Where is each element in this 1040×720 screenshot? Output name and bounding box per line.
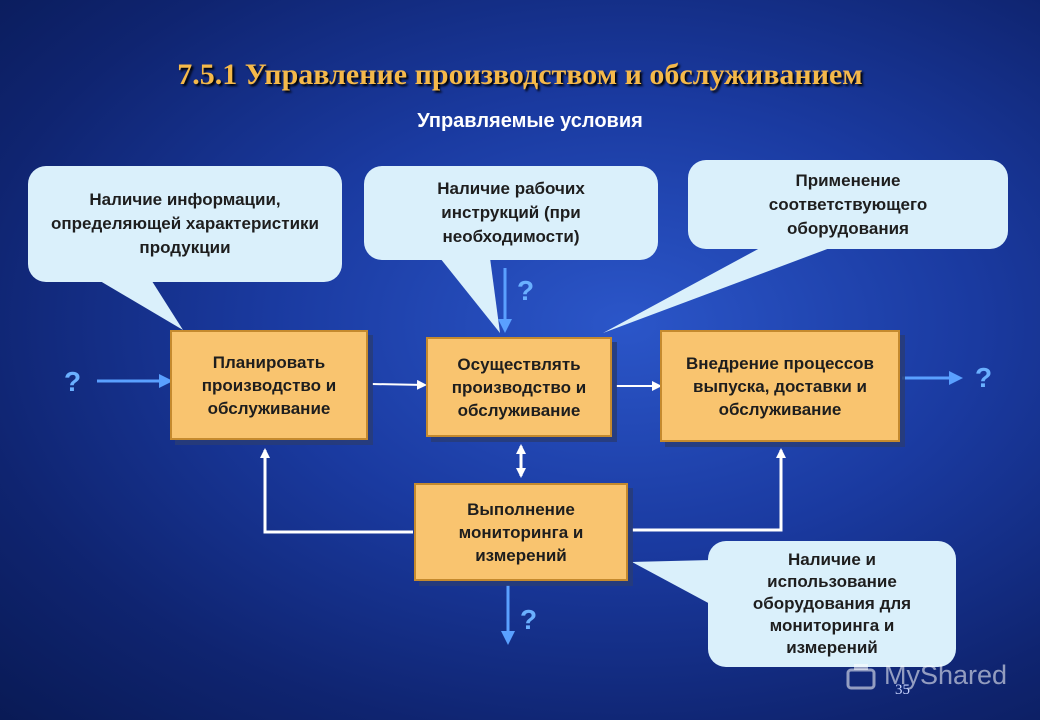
- callout-info: Наличие информации, определяющей характе…: [28, 166, 342, 282]
- question-mark-top: ?: [517, 275, 535, 306]
- callout-tail-instructions: [440, 258, 500, 333]
- callout-monitoring-equipment-text: Наличие и использование оборудования для…: [752, 550, 912, 657]
- box-execute-text: Осуществлять производство и обслуживание: [451, 354, 587, 420]
- question-mark-right: ?: [975, 362, 993, 393]
- watermark-icon: [846, 664, 876, 690]
- callout-tail-info: [95, 278, 183, 330]
- callout-monitoring-equipment: Наличие и использование оборудования для…: [708, 541, 956, 667]
- callout-tail-monitoring-equipment: [632, 560, 712, 605]
- box-plan-text: Планировать производство и обслуживание: [201, 352, 337, 418]
- arrow-plan-to-execute: [371, 379, 427, 390]
- box-monitoring: Выполнение мониторинга и измерений: [414, 483, 628, 581]
- box-execute: Осуществлять производство и обслуживание: [426, 337, 612, 437]
- callout-equipment: Применение соответствующего оборудования: [688, 160, 1008, 249]
- box-release-text: Внедрение процессов выпуска, доставки и …: [686, 353, 874, 419]
- question-mark-bottom: ?: [520, 604, 538, 635]
- loop-to-release: [632, 448, 786, 532]
- page-number: 35: [895, 682, 910, 698]
- callout-info-text: Наличие информации, определяющей характе…: [50, 190, 319, 257]
- loop-to-plan: [260, 448, 413, 534]
- question-mark-left: ?: [64, 366, 82, 397]
- box-plan: Планировать производство и обслуживание: [170, 330, 368, 440]
- callout-instructions: Наличие рабочих инструкций (при необходи…: [364, 166, 658, 260]
- callout-instructions-text: Наличие рабочих инструкций (при необходи…: [437, 179, 585, 246]
- box-release: Внедрение процессов выпуска, доставки и …: [660, 330, 900, 442]
- box-monitoring-text: Выполнение мониторинга и измерений: [458, 499, 584, 565]
- watermark: MyShared: [884, 660, 1007, 691]
- watermark-text: MyShared: [884, 660, 1008, 690]
- callout-equipment-text: Применение соответствующего оборудования: [768, 170, 928, 238]
- slide-title: 7.5.1 Управление производством и обслужи…: [177, 58, 863, 91]
- callout-tail-equipment: [603, 248, 830, 333]
- slide-subtitle: Управляемые условия: [417, 110, 643, 132]
